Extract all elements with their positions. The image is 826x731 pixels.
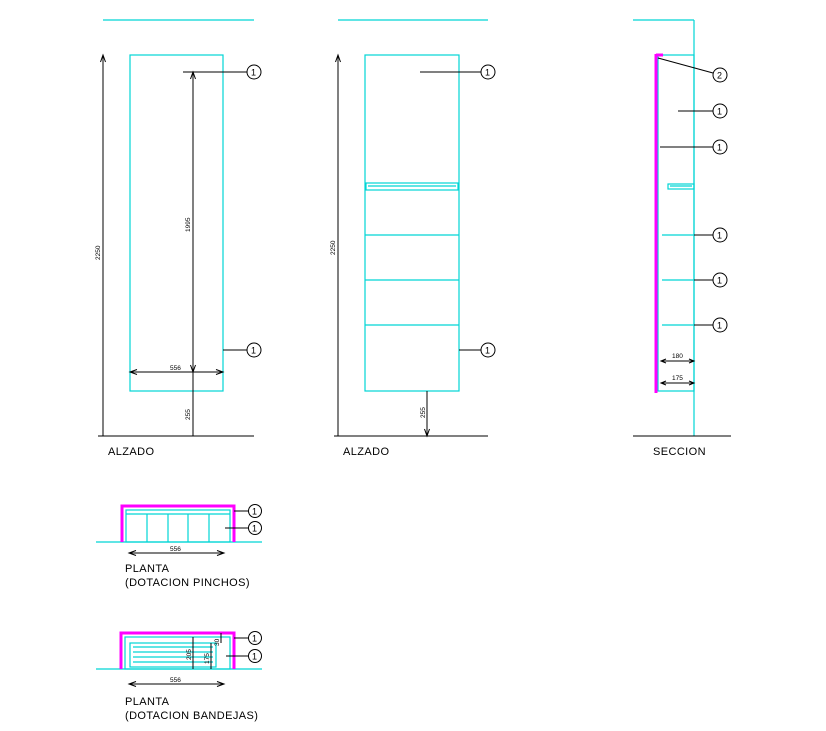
callout-bubble	[712, 227, 728, 243]
callout-number: 1	[252, 524, 257, 534]
cabinet-outline	[364, 54, 460, 392]
callout-number: 1	[252, 634, 257, 644]
callout-number: 1	[252, 507, 257, 517]
callout-number: 1	[251, 346, 256, 356]
callout-number: 1	[251, 68, 256, 78]
plan-title: PLANTA	[125, 563, 170, 575]
dim-arrow	[216, 681, 226, 687]
width-dimension: 556	[170, 677, 181, 684]
dim-arrow	[216, 550, 226, 556]
elevation-1: 2250 1995 255 556 1 1 ALZADO	[95, 19, 262, 458]
tray	[129, 642, 217, 668]
width-dimension: 556	[170, 365, 181, 372]
dim-arrow	[215, 369, 225, 375]
callout-bubble	[246, 342, 262, 358]
height-dimension: 2250	[95, 245, 102, 260]
callout-bubble	[712, 272, 728, 288]
base-dimension: 255	[185, 409, 192, 420]
callout-bubble	[248, 631, 262, 645]
door-outline	[120, 504, 236, 542]
section-view: 180 175 2 1 1 1 1 1 SECCION	[633, 19, 731, 458]
callout-bubble	[712, 317, 728, 333]
depth-dimension: 175	[672, 375, 683, 382]
dim-arrow	[127, 681, 137, 687]
tray	[365, 182, 459, 191]
depth-dimension: 175	[204, 653, 211, 664]
elevation-2: 2250 255 1 1 ALZADO	[330, 19, 496, 458]
base-dimension: 255	[420, 407, 427, 418]
callout-bubble	[712, 103, 728, 119]
dim-arrow	[335, 53, 341, 63]
cabinet-body	[125, 509, 231, 543]
plan-pinchos: 556 1 1 PLANTA (DOTACION PINCHOS)	[96, 504, 262, 589]
callout-number: 1	[717, 143, 722, 153]
dim-arrow	[659, 380, 667, 386]
view-label: ALZADO	[108, 446, 154, 458]
tray	[667, 183, 695, 190]
plan-bandejas: 205 175 30 556 1 1 PLANTA (DOTACION BAND…	[96, 631, 262, 722]
callout-bubble	[248, 504, 262, 518]
dim-arrow	[100, 53, 106, 63]
door-outline	[119, 631, 236, 669]
cabinet-body	[124, 636, 231, 670]
height-dimension: 2250	[330, 240, 337, 255]
dim-arrow	[659, 358, 667, 364]
cabinet-outline	[129, 54, 224, 392]
dim-arrow	[688, 358, 696, 364]
depth-dimension: 205	[186, 649, 193, 660]
callout-number: 1	[717, 321, 722, 331]
dim-arrow	[128, 369, 138, 375]
inner-dimension: 1995	[185, 217, 192, 232]
width-dimension: 556	[170, 546, 181, 553]
callout-number: 2	[717, 71, 722, 81]
section-outline	[657, 54, 695, 392]
dim-arrow	[424, 428, 430, 438]
plan-subtitle: (DOTACION PINCHOS)	[125, 577, 250, 589]
dim-arrow	[688, 380, 696, 386]
callout-number: 1	[717, 231, 722, 241]
callout-bubble	[480, 342, 496, 358]
leader	[657, 57, 714, 74]
callout-bubble	[712, 67, 728, 83]
callout-number: 1	[252, 652, 257, 662]
callout-bubble	[248, 521, 262, 535]
plan-subtitle: (DOTACION BANDEJAS)	[125, 710, 258, 722]
callout-number: 1	[717, 107, 722, 117]
callout-number: 1	[717, 276, 722, 286]
callout-number: 1	[485, 346, 490, 356]
callout-bubble	[480, 64, 496, 80]
dim-arrow	[127, 550, 137, 556]
callout-bubble	[246, 64, 262, 80]
depth-dimension: 30	[214, 638, 221, 646]
callout-bubble	[712, 139, 728, 155]
callout-number: 1	[485, 68, 490, 78]
view-label: SECCION	[653, 446, 706, 458]
view-label: ALZADO	[343, 446, 389, 458]
plan-title: PLANTA	[125, 696, 170, 708]
depth-dimension: 180	[672, 353, 683, 360]
callout-bubble	[248, 649, 262, 663]
